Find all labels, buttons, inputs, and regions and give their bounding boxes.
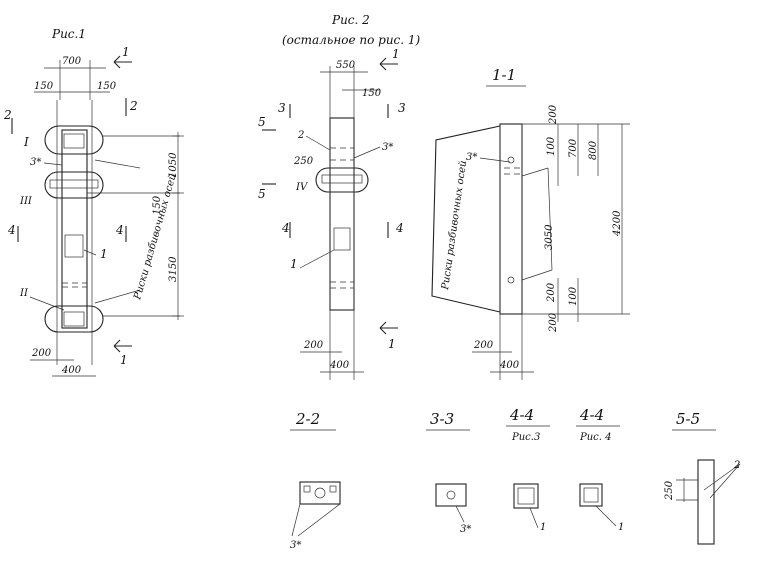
fig2-cut-5-bottom: 5 [258, 187, 266, 201]
fig1-node-III [44, 171, 104, 199]
fig2-node-IV [315, 167, 369, 193]
s44a-mark-1: 1 [540, 522, 546, 533]
fig2-cut-4-right: 4 [395, 221, 404, 235]
fig1-cut-1-top: 1 [122, 45, 130, 59]
sec11-dim-400: 400 [499, 360, 520, 371]
sec11-column [499, 123, 523, 315]
fig2-cut-3-left: 3 [278, 101, 286, 115]
fig2-mark-2: 2 [297, 130, 304, 141]
fig1-node-I [44, 125, 104, 155]
fig2-mark-1: 1 [290, 257, 298, 271]
s22-mark-3: 3* [290, 540, 301, 551]
fig1-dim-3150: 3150 [168, 256, 179, 282]
fig1-cut-4-left: 4 [7, 223, 16, 237]
section-5-5: 5-5 250 2 [664, 410, 740, 545]
fig1-dim-200: 200 [31, 348, 52, 359]
s44b-sub: Рис. 4 [579, 432, 612, 443]
fig1-dim-150-right: 150 [97, 81, 117, 92]
s44b-mark-1: 1 [618, 522, 624, 533]
fig1-column [61, 129, 88, 329]
s33-plate [435, 483, 467, 507]
fig2-column [329, 117, 355, 311]
fig1-node-II-label: II [19, 288, 29, 299]
sec11-dim-200-mid: 200 [546, 282, 557, 303]
sec11-console [431, 125, 501, 313]
sec11-dim-800: 800 [588, 140, 599, 160]
sec11-risk-label: Риски разбивочных осей [440, 160, 469, 292]
fig2-cut-3-right: 3 [398, 101, 406, 115]
sec11-dim-100-bottom: 100 [568, 286, 579, 306]
s33-mark-3: 3* [460, 524, 471, 535]
sec11-dim-200-bottom: 200 [548, 312, 559, 333]
fig1-node-III-label: III [19, 196, 33, 207]
sec11-title: 1-1 [492, 66, 516, 84]
s55-title: 5-5 [676, 410, 700, 428]
fig1-cut-4-right: 4 [115, 223, 124, 237]
s44b-title: 4-4 [579, 406, 604, 424]
s55-mark-2: 2 [733, 460, 740, 471]
sec11-dim-200: 200 [473, 340, 494, 351]
fig1-mark-1: 1 [100, 247, 108, 261]
fig2-cut-4-left: 4 [281, 221, 290, 235]
s33-title: 3-3 [430, 410, 454, 428]
fig2-dim-200: 200 [303, 340, 324, 351]
s55-dim-250: 250 [664, 480, 675, 501]
sec11-dim-200-top: 200 [548, 104, 559, 125]
s22-plate [299, 481, 341, 505]
fig2-dim-400: 400 [329, 360, 350, 371]
s44a-sub: Рис.3 [511, 432, 540, 443]
fig1-cut-2-left: 2 [3, 108, 12, 122]
section-4-4-fig4: 4-4 Рис. 4 1 [576, 406, 624, 533]
fig1-dim-150-vert: 150 [152, 195, 163, 215]
sec11-dim-100-top: 100 [546, 136, 557, 156]
fig2-cut-5-top: 5 [258, 115, 266, 129]
fig2-cut-1-top: 1 [392, 47, 400, 61]
fig1-node-II [44, 305, 104, 333]
figure-1: Рис.1 700 150 150 1 2 2 I 3* [3, 27, 184, 377]
fig2-dim-550: 550 [336, 60, 356, 71]
figure-2: Рис. 2 (остальное по рис. 1) 550 150 1 3… [258, 13, 421, 380]
fig1-dim-700: 700 [62, 56, 82, 67]
s55-column [697, 459, 715, 545]
s22-title: 2-2 [295, 410, 320, 428]
s44b-square [579, 483, 603, 507]
fig2-title: Рис. 2 [331, 13, 370, 27]
fig1-mark-3: 3* [30, 157, 41, 168]
section-4-4-fig3: 4-4 Рис.3 1 [506, 406, 550, 533]
section-1-1: 1-1 Риски разбивочных осей 3* 200 100 70… [431, 66, 630, 380]
fig1-title: Рис.1 [51, 27, 86, 41]
fig1-dim-150-left: 150 [34, 81, 54, 92]
fig2-node-IV-label: IV [295, 182, 309, 193]
fig2-mark-3: 3* [382, 142, 393, 153]
fig1-node-I-label: I [23, 135, 29, 149]
fig1-dim-400: 400 [61, 365, 82, 376]
fig1-dim-1050: 1050 [168, 152, 179, 178]
sec11-dim-3050: 3050 [544, 224, 555, 250]
fig2-dim-250: 250 [293, 156, 314, 167]
fig1-cut-1-bottom: 1 [120, 353, 128, 367]
fig2-subtitle: (остальное по рис. 1) [282, 33, 421, 47]
section-3-3: 3-3 3* [426, 410, 471, 535]
s44a-title: 4-4 [509, 406, 534, 424]
fig1-cut-2-right: 2 [129, 99, 138, 113]
fig2-dim-150: 150 [362, 88, 382, 99]
s44a-square [513, 483, 539, 509]
sec11-mark-3: 3* [466, 152, 477, 163]
sec11-dim-700-top: 700 [568, 138, 579, 158]
fig2-cut-1-bottom: 1 [388, 337, 396, 351]
section-2-2: 2-2 3* [290, 410, 341, 551]
sec11-dim-4200: 4200 [612, 210, 623, 237]
